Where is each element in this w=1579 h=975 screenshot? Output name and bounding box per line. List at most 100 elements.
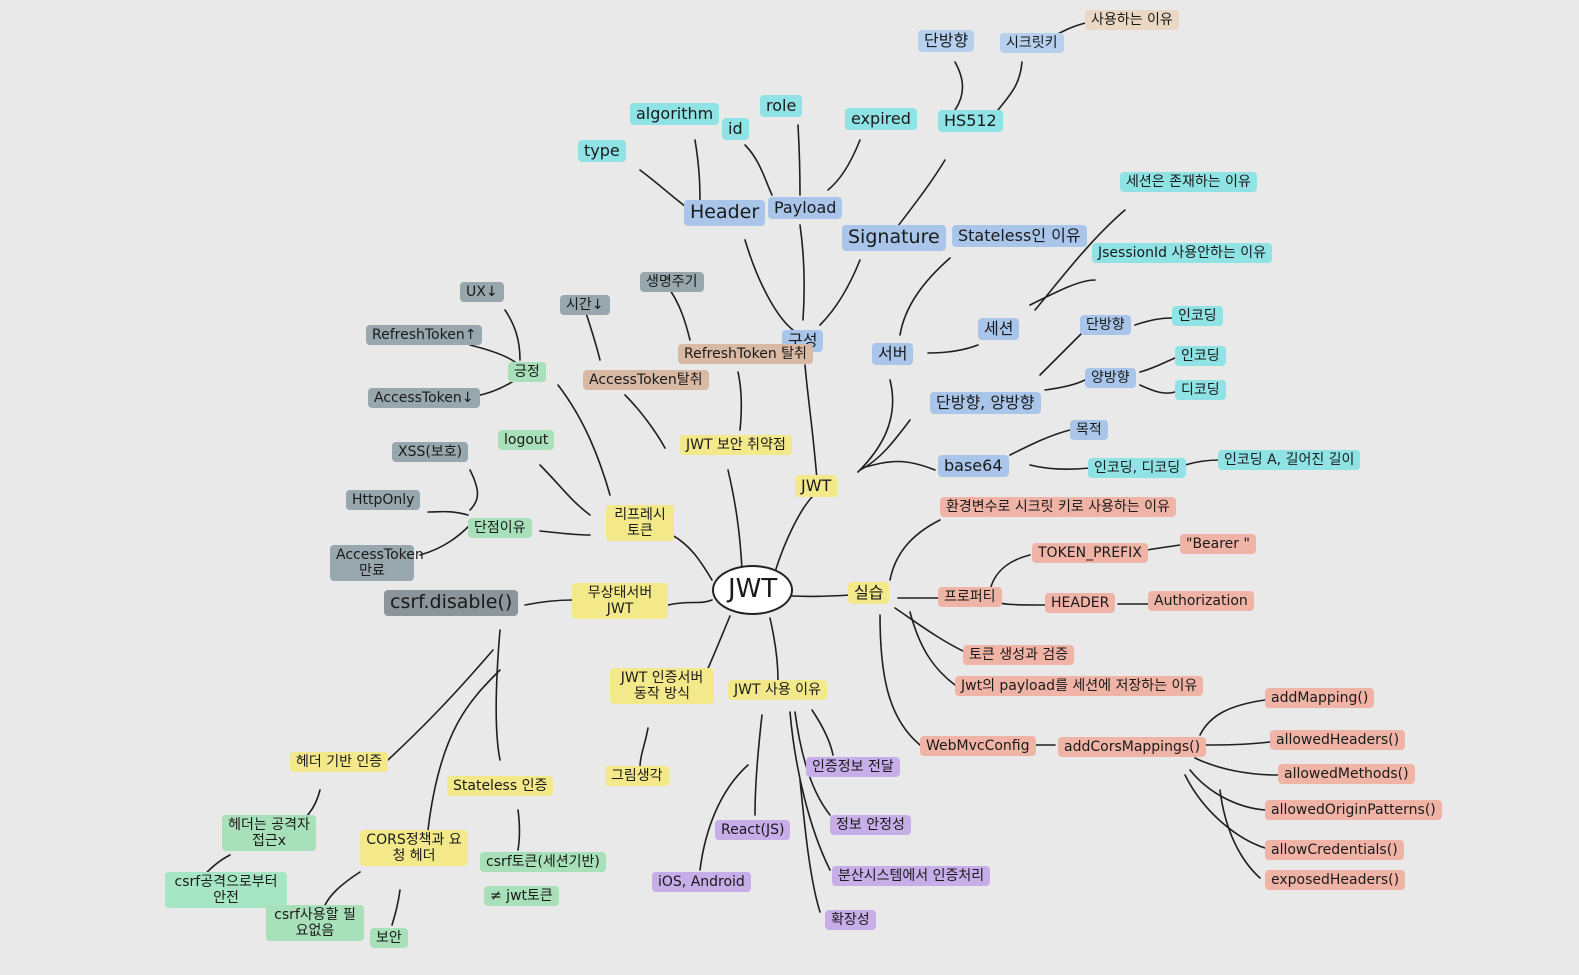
node-jwt-branch[interactable]: JWT <box>795 475 838 498</box>
node-accesstoken-expire[interactable]: AccessToken 만료 <box>330 545 424 582</box>
edge <box>744 144 773 196</box>
node-server[interactable]: 서버 <box>872 343 914 366</box>
node-role[interactable]: role <box>760 95 803 118</box>
node-addcorsmappings[interactable]: addCorsMappings() <box>1058 737 1207 758</box>
node-header-based-auth[interactable]: 헤더 기반 인증 <box>290 752 389 773</box>
node-ux-down[interactable]: UX↓ <box>460 282 504 303</box>
node-practice[interactable]: 실습 <box>848 582 890 605</box>
node-cors-policy[interactable]: CORS정책과 요청 헤더 <box>360 830 468 867</box>
node-refreshtoken-up[interactable]: RefreshToken↑ <box>366 325 483 346</box>
node-csrf-attack-safe[interactable]: csrf공격으로부터 안전 <box>165 872 287 909</box>
node-base64[interactable]: base64 <box>938 455 1009 478</box>
node-accesstoken-down[interactable]: AccessToken↓ <box>368 388 480 409</box>
node-scalability[interactable]: 확장성 <box>825 910 876 931</box>
node-allowedoriginpatterns[interactable]: allowedOriginPatterns() <box>1265 800 1442 821</box>
node-ios-android[interactable]: iOS, Android <box>652 872 751 893</box>
node-csrf-disable[interactable]: csrf.disable() <box>384 590 519 616</box>
node-not-jwt-token[interactable]: ≠ jwt토큰 <box>484 886 559 907</box>
node-csrf-token[interactable]: csrf토큰(세션기반) <box>480 852 606 873</box>
node-jwt-auth-flow[interactable]: JWT 인증서버 동작 방식 <box>610 668 714 705</box>
node-signature[interactable]: Signature <box>842 225 946 251</box>
node-two-way[interactable]: 양방향 <box>1085 368 1136 389</box>
node-logout[interactable]: logout <box>498 430 555 451</box>
node-bearer[interactable]: "Bearer " <box>1180 534 1256 555</box>
node-encode-decode[interactable]: 인코딩, 디코딩 <box>1088 458 1187 479</box>
node-refreshtoken-theft[interactable]: RefreshToken 탈취 <box>678 344 813 365</box>
node-webmvcconfig[interactable]: WebMvcConfig <box>920 736 1036 757</box>
node-header-const[interactable]: HEADER <box>1045 593 1116 614</box>
node-decoding[interactable]: 디코딩 <box>1175 380 1226 401</box>
edge <box>495 629 501 761</box>
edge <box>704 615 731 676</box>
edge <box>737 371 743 431</box>
node-encoding-2[interactable]: 인코딩 <box>1175 346 1226 367</box>
edge <box>419 524 471 556</box>
node-csrf-unneeded[interactable]: csrf사용할 필요없음 <box>266 905 364 942</box>
edge <box>744 239 794 331</box>
edge <box>774 496 813 573</box>
root-node-jwt[interactable]: JWT <box>712 565 794 615</box>
node-refresh-token[interactable]: 리프레시 토큰 <box>606 505 674 542</box>
node-encoding-1[interactable]: 인코딩 <box>1172 306 1223 327</box>
node-type[interactable]: type <box>578 140 626 163</box>
node-secret-key[interactable]: 시크릿키 <box>1000 33 1064 54</box>
node-session-exist-reason[interactable]: 세션은 존재하는 이유 <box>1120 172 1257 193</box>
node-addmapping[interactable]: addMapping() <box>1265 688 1375 709</box>
node-oneway-twoway[interactable]: 단방향, 양방향 <box>930 392 1041 415</box>
node-xss[interactable]: XSS(보호) <box>392 442 469 463</box>
node-algorithm[interactable]: algorithm <box>630 103 720 126</box>
node-httponly[interactable]: HttpOnly <box>346 490 421 511</box>
edge <box>909 611 956 686</box>
node-stateless-auth[interactable]: Stateless 인증 <box>447 776 554 797</box>
node-reason-use[interactable]: 사용하는 이유 <box>1085 10 1179 31</box>
node-jwt-vulnerability[interactable]: JWT 보안 취약점 <box>680 435 792 456</box>
edge <box>861 460 936 471</box>
node-draw-think[interactable]: 그림생각 <box>605 766 669 787</box>
node-security[interactable]: 보안 <box>370 928 408 949</box>
node-jwt-use-reason[interactable]: JWT 사용 이유 <box>728 680 827 701</box>
node-payload-session-reason[interactable]: Jwt의 payload를 세션에 저장하는 이유 <box>955 676 1204 697</box>
node-token-prefix[interactable]: TOKEN_PREFIX <box>1032 543 1148 564</box>
edge <box>811 709 834 756</box>
node-disadvantage-reason[interactable]: 단점이유 <box>468 518 532 539</box>
edge <box>517 809 521 851</box>
node-lifecycle[interactable]: 생명주기 <box>640 272 704 293</box>
node-one-way[interactable]: 단방향 <box>918 30 975 53</box>
edge <box>857 379 894 473</box>
node-one-way-2[interactable]: 단방향 <box>1080 315 1131 336</box>
node-id[interactable]: id <box>722 118 749 141</box>
edge <box>819 259 861 326</box>
node-env-secret-reason[interactable]: 환경변수로 시크릿 키로 사용하는 이유 <box>940 497 1176 518</box>
edge <box>1199 741 1271 746</box>
node-purpose[interactable]: 목적 <box>1070 420 1108 441</box>
node-exposedheaders[interactable]: exposedHeaders() <box>1265 870 1406 891</box>
node-token-create-verify[interactable]: 토큰 생성과 검증 <box>963 645 1075 666</box>
node-encoding-length[interactable]: 인코딩 A, 길어진 길이 <box>1218 450 1361 471</box>
node-jsessionid-reason[interactable]: JsessionId 사용안하는 이유 <box>1092 243 1273 264</box>
edge <box>754 714 763 816</box>
node-allowcredentials[interactable]: allowCredentials() <box>1265 840 1404 861</box>
edge <box>1184 774 1266 849</box>
node-header[interactable]: Header <box>684 200 766 226</box>
node-header-attacker[interactable]: 헤더는 공격자 접근x <box>222 815 316 852</box>
node-stateless-reason[interactable]: Stateless인 이유 <box>952 225 1087 248</box>
node-auth-transfer[interactable]: 인증정보 전달 <box>806 757 900 778</box>
node-stateless-server-jwt[interactable]: 무상태서버 JWT <box>572 583 668 620</box>
edge <box>539 530 591 536</box>
edge <box>899 257 951 336</box>
node-positive[interactable]: 긍정 <box>508 362 546 383</box>
node-authorization[interactable]: Authorization <box>1148 591 1254 612</box>
node-payload[interactable]: Payload <box>768 197 843 220</box>
node-property[interactable]: 프로퍼티 <box>938 587 1002 608</box>
node-time-down[interactable]: 시간↓ <box>560 295 610 316</box>
node-info-stability[interactable]: 정보 안정성 <box>830 815 911 836</box>
node-react-js[interactable]: React(JS) <box>715 820 791 841</box>
node-expired[interactable]: expired <box>845 108 917 131</box>
node-distributed-auth[interactable]: 분산시스템에서 인증처리 <box>832 866 991 887</box>
node-accesstoken-theft[interactable]: AccessToken탈취 <box>583 370 709 391</box>
node-session[interactable]: 세션 <box>978 318 1020 341</box>
node-allowedmethods[interactable]: allowedMethods() <box>1278 764 1415 785</box>
edge <box>1139 384 1176 394</box>
node-hs512[interactable]: HS512 <box>938 110 1003 133</box>
node-allowedheaders[interactable]: allowedHeaders() <box>1270 730 1406 751</box>
